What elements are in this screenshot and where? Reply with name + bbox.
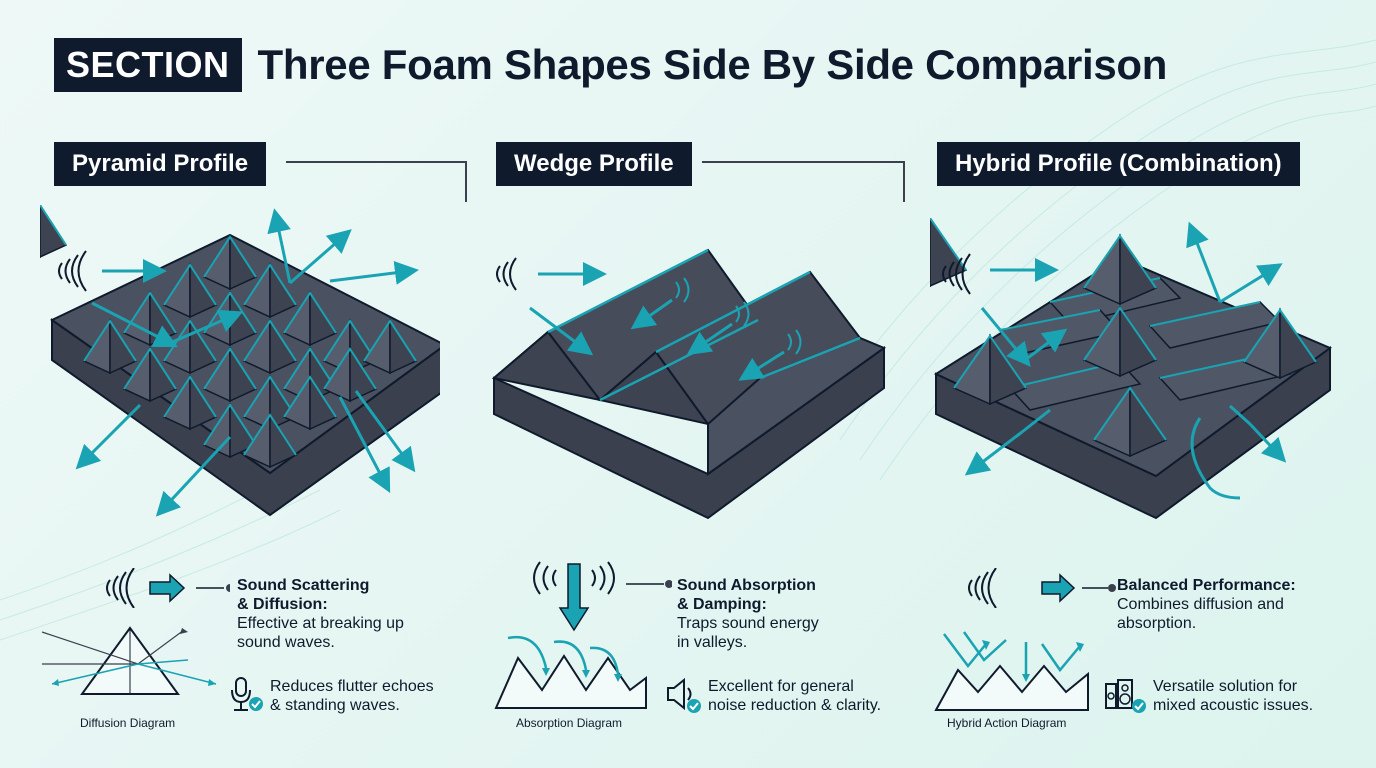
wedge-desc-body: Traps sound energy in valleys. bbox=[677, 615, 819, 651]
wedge-desc-title: Sound Absorption & Damping: bbox=[677, 577, 816, 613]
hybrid-desc-title: Balanced Performance: bbox=[1117, 577, 1296, 594]
hybrid-profile-title: Hybrid Profile (Combination) bbox=[937, 142, 1300, 186]
pyramid-diagram-caption: Diffusion Diagram bbox=[80, 716, 176, 730]
sound-wave-down-arrow-icon bbox=[533, 561, 672, 632]
wedge-note: Excellent for general noise reduction & … bbox=[708, 678, 882, 714]
sound-wave-icon bbox=[942, 253, 971, 295]
hybrid-diagram-caption: Hybrid Action Diagram bbox=[947, 716, 1067, 730]
header: SECTION Three Foam Shapes Side By Side C… bbox=[54, 38, 1167, 92]
hybrid-note: Versatile solution for mixed acoustic is… bbox=[1153, 678, 1314, 714]
wedge-foam-illustration bbox=[491, 248, 887, 520]
speaker-system-check-icon bbox=[1105, 679, 1146, 713]
microphone-check-icon bbox=[231, 677, 263, 711]
sound-wave-icon bbox=[496, 257, 517, 291]
sound-wave-arrow-icon bbox=[106, 568, 230, 608]
pyramid-note: Reduces flutter echoes & standing waves. bbox=[270, 678, 434, 714]
pyramid-desc-body: Effective at breaking up sound waves. bbox=[237, 615, 404, 651]
diffusion-diagram bbox=[41, 626, 217, 695]
sound-wave-arrow-icon-hybrid bbox=[968, 568, 1116, 608]
wedge-diagram-caption: Absorption Diagram bbox=[516, 716, 623, 730]
pyramid-profile-title: Pyramid Profile bbox=[54, 142, 267, 186]
pyramid-foam-illustration bbox=[40, 205, 440, 517]
speaker-check-icon bbox=[667, 677, 701, 713]
hybrid-action-diagram bbox=[934, 631, 1089, 711]
hybrid-foam-illustration bbox=[930, 218, 1333, 520]
hybrid-desc-body: Combines diffusion and absorption. bbox=[1117, 596, 1284, 632]
page-title: Three Foam Shapes Side By Side Compariso… bbox=[257, 41, 1168, 88]
wedge-profile-title: Wedge Profile bbox=[496, 142, 692, 186]
absorption-diagram bbox=[494, 635, 647, 709]
sound-wave-icon bbox=[58, 250, 87, 292]
pyramid-desc-title: Sound Scattering & Diffusion: bbox=[237, 577, 370, 613]
section-badge: SECTION bbox=[54, 38, 242, 92]
